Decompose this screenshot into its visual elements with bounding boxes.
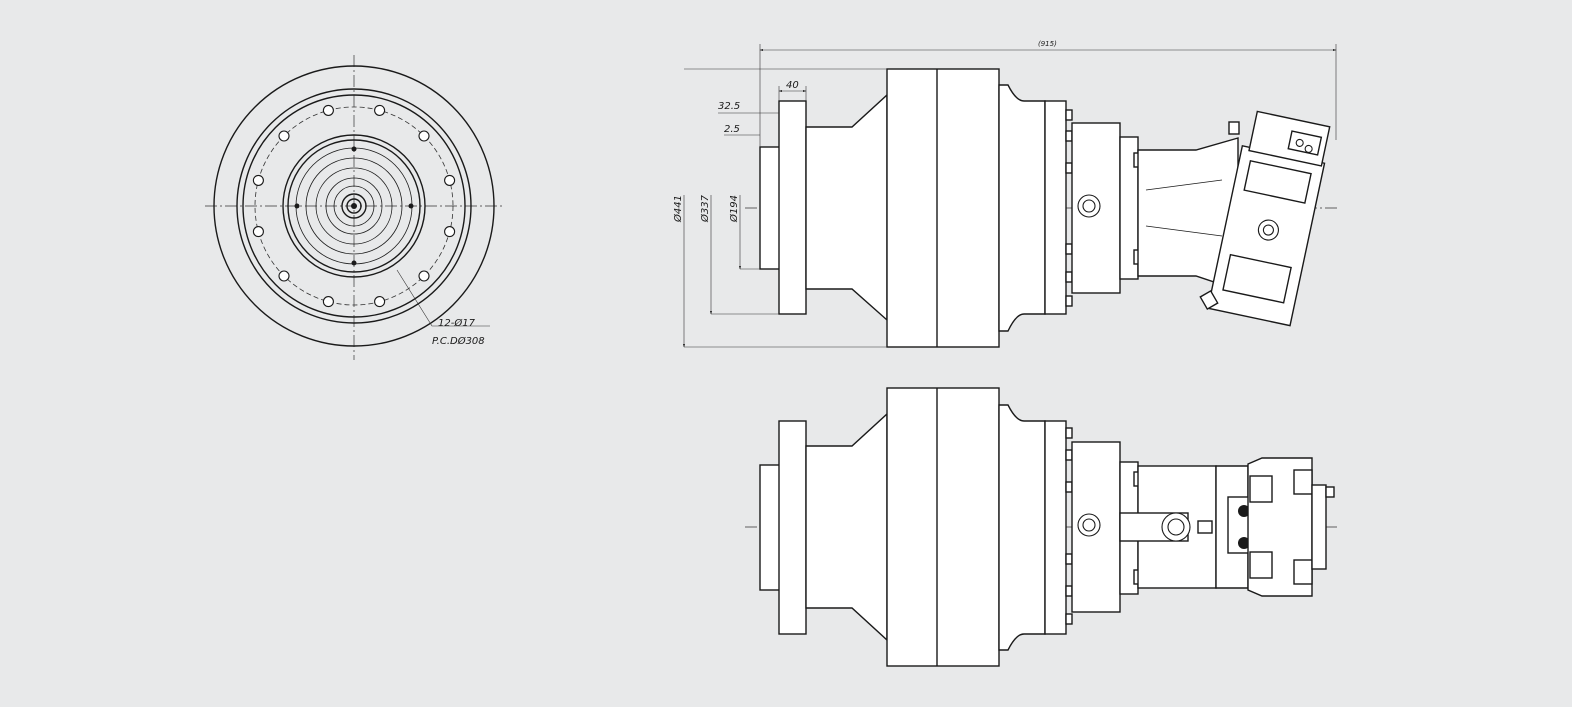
pitch-circle (254, 106, 454, 306)
mount-dot-right (408, 203, 414, 209)
top-neck (805, 412, 888, 642)
dim-offset-2: 2.5 (724, 124, 740, 135)
side-pilot (759, 146, 782, 270)
side-port-inner (1082, 199, 1096, 213)
top-mount-flange (778, 420, 807, 635)
bolt-hole (278, 270, 290, 282)
pitch-circle-callout: P.C.DØ308 (432, 335, 485, 347)
top-port-inner (1082, 518, 1096, 532)
dim-dia-middle: Ø337 (699, 194, 711, 223)
top-rear-bolts (1065, 427, 1073, 625)
side-rear-neck (998, 84, 1046, 332)
flange-inner-circle (242, 94, 466, 318)
shaft-ring-3 (315, 167, 393, 245)
side-mount-flange (778, 100, 807, 315)
side-rear-flange (1044, 100, 1067, 315)
top-rear-flange (1044, 420, 1067, 635)
mount-dot-top (351, 146, 357, 152)
mount-dot-bottom (351, 260, 357, 266)
shaft-ring-4 (325, 177, 383, 235)
bolt-hole-callout: 12-Ø17 (438, 317, 476, 329)
top-valve-lug-2 (1249, 551, 1273, 579)
bolt-hole (374, 104, 386, 116)
top-pilot (759, 464, 782, 591)
side-view: (915) 40 32.5 2.5 Ø441 Ø337 Ø194 (672, 40, 1340, 348)
top-valve-lug-4 (1293, 559, 1313, 585)
side-valve-block (1248, 110, 1331, 167)
top-valve-cap (1311, 484, 1327, 570)
bolt-hole (444, 226, 456, 238)
bolt-hole (418, 130, 430, 142)
pilot-outer-circle (282, 134, 426, 278)
flange-outer-circle (236, 88, 472, 324)
bolt-hole (252, 174, 264, 186)
dim-flange-thickness: 40 (786, 80, 799, 91)
top-main-housing (886, 387, 1000, 667)
top-barrel-plug (1197, 520, 1213, 534)
bolt-hole (278, 130, 290, 142)
top-barrel-port-inner (1167, 518, 1185, 536)
top-view (745, 387, 1340, 667)
top-cover-bolt-3 (1238, 537, 1250, 549)
bolt-hole (418, 270, 430, 282)
dim-offset-1: 32.5 (718, 101, 740, 112)
dim-overall-length: (915) (1038, 40, 1057, 48)
pilot-inner-circle (287, 139, 421, 273)
side-barrel-line-2 (1145, 225, 1223, 237)
bolt-hole-pattern (252, 104, 456, 308)
shaft-ring-5 (333, 185, 375, 227)
side-motor-head (1207, 144, 1326, 327)
front-view: 12-Ø17 P.C.DØ308 (205, 55, 505, 360)
top-valve-lug-1 (1249, 475, 1273, 503)
bolt-hole (444, 174, 456, 186)
bolt-hole-leader (396, 269, 490, 327)
bolt-hole (252, 226, 264, 238)
shaft-bore (346, 198, 362, 214)
shaft-ring-6 (341, 193, 367, 219)
bolt-hole (322, 296, 334, 308)
bolt-hole (374, 296, 386, 308)
dim-dia-pilot: Ø194 (728, 195, 740, 223)
shaft-ring-2 (305, 157, 403, 255)
top-rear-neck (998, 404, 1046, 651)
side-valve-cap (1228, 121, 1240, 135)
side-main-housing (886, 68, 1000, 348)
top-valve-fitting (1325, 486, 1335, 498)
side-barrel-line-1 (1145, 179, 1223, 191)
side-neck (805, 93, 888, 322)
top-valve-lug-3 (1293, 469, 1313, 495)
bolt-hole (322, 104, 334, 116)
side-drain-port (1199, 289, 1219, 311)
outer-housing-circle (213, 65, 495, 347)
mount-dot-left (294, 203, 300, 209)
dim-dia-outer: Ø441 (672, 195, 684, 223)
shaft-center-dot (351, 203, 357, 209)
top-cover-bolt-1 (1238, 505, 1250, 517)
